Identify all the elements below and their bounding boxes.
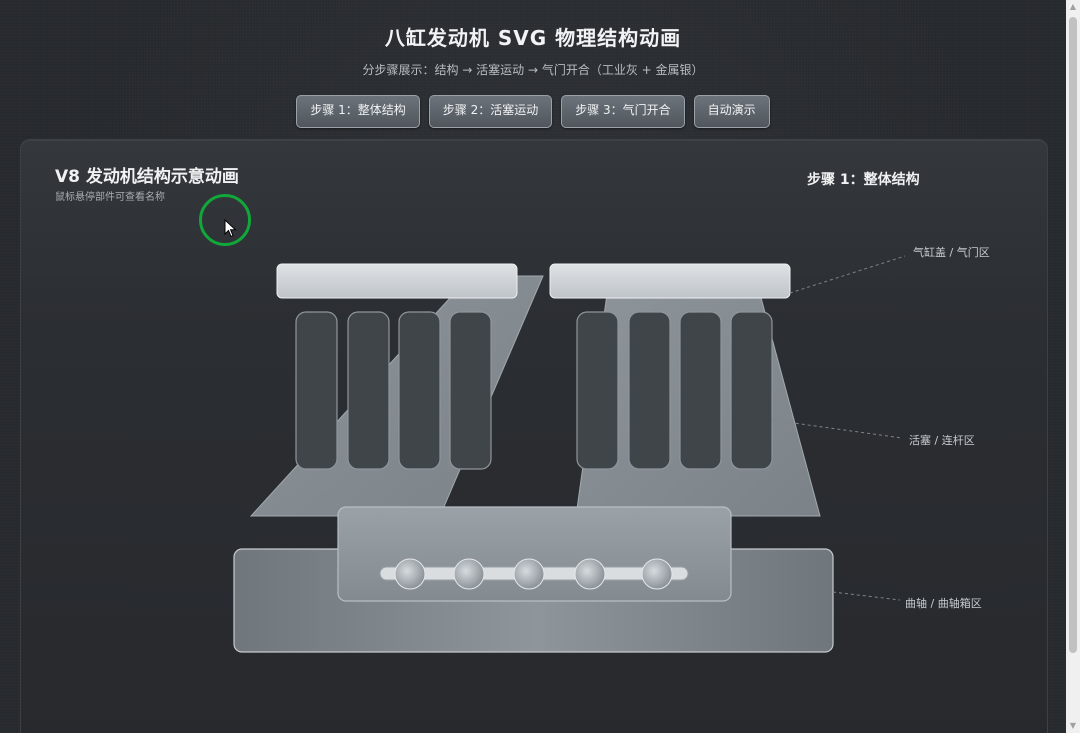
crank-pin-1[interactable] xyxy=(394,558,426,590)
panel-title: V8 发动机结构示意动画 xyxy=(55,167,239,187)
cylinder-4[interactable] xyxy=(449,311,492,470)
crank-pin-2[interactable] xyxy=(453,558,485,590)
left-cylinder-head[interactable] xyxy=(276,263,518,299)
cursor-highlight-ring xyxy=(199,194,251,246)
chevron-up-icon[interactable]: ▲ xyxy=(1069,2,1077,11)
cylinder-5[interactable] xyxy=(576,311,619,470)
crank-pin-4[interactable] xyxy=(574,558,606,590)
cylinder-3[interactable] xyxy=(398,311,441,470)
cylinder-8[interactable] xyxy=(730,311,773,470)
leader-line-crank xyxy=(832,591,901,601)
chevron-down-icon[interactable]: ▼ xyxy=(1069,721,1077,730)
page-subtitle: 分步骤展示：结构 → 活塞运动 → 气门开合（工业灰 + 金属银） xyxy=(362,63,704,77)
mouse-pointer-icon xyxy=(224,219,237,238)
right-cylinder-head[interactable] xyxy=(549,263,791,299)
auto-demo-button[interactable]: 自动演示 xyxy=(693,95,770,128)
scrollbar-thumb[interactable] xyxy=(1069,17,1077,653)
step1-structure-button[interactable]: 步骤 1：整体结构 xyxy=(296,95,420,128)
left-cylinder-bank[interactable] xyxy=(249,275,544,517)
cylinder-7[interactable] xyxy=(679,311,722,470)
crank-pin-3[interactable] xyxy=(513,558,545,590)
leader-line-piston xyxy=(771,419,903,439)
step-indicator: 步骤 1：整体结构 xyxy=(807,172,920,188)
step3-valve-button[interactable]: 步骤 3：气门开合 xyxy=(561,95,685,128)
cylinder-2[interactable] xyxy=(347,311,390,470)
panel-hint: 鼠标悬停部件可查看名称 xyxy=(55,192,165,203)
crank-area-label: 曲轴 / 曲轴箱区 xyxy=(905,597,982,610)
crank-pin-5[interactable] xyxy=(641,558,673,590)
page-title: 八缸发动机 SVG 物理结构动画 xyxy=(384,26,682,50)
step2-piston-button[interactable]: 步骤 2：活塞运动 xyxy=(428,95,553,128)
valve-area-label: 气缸盖 / 气门区 xyxy=(913,246,990,259)
cylinder-6[interactable] xyxy=(628,311,671,470)
step-button-row: 步骤 1：整体结构 步骤 2：活塞运动 步骤 3：气门开合 自动演示 xyxy=(0,95,1066,128)
vertical-scrollbar[interactable]: ▲ ▼ xyxy=(1066,0,1080,733)
leader-line-valve xyxy=(789,255,906,294)
piston-area-label: 活塞 / 连杆区 xyxy=(909,434,975,447)
cylinder-1[interactable] xyxy=(295,311,338,470)
